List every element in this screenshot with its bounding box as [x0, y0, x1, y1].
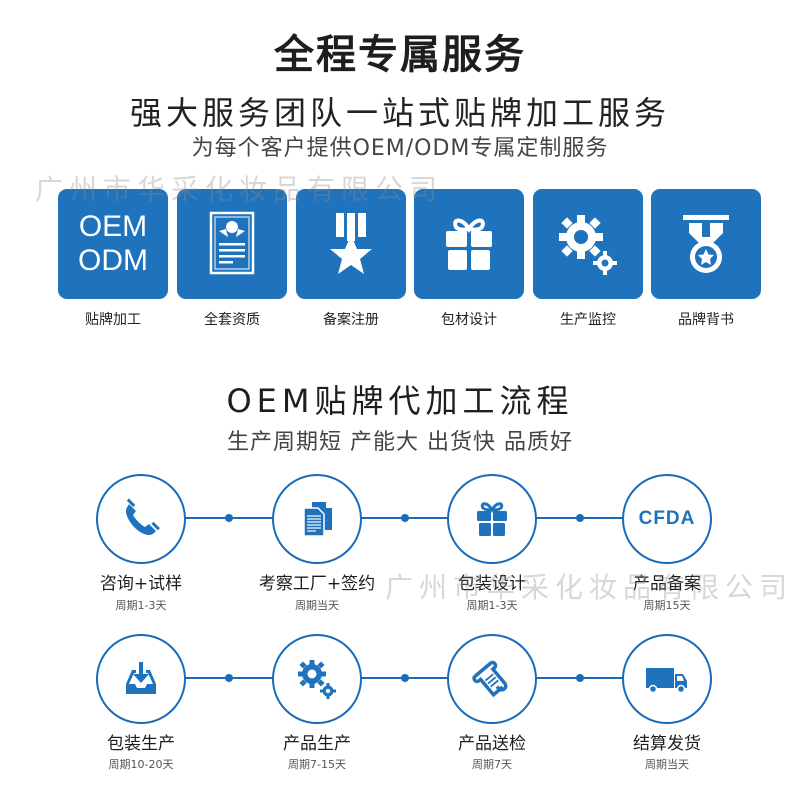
connector-dot	[401, 514, 409, 522]
page-subtitle: 强大服务团队一站式贴牌加工服务	[129, 94, 670, 132]
gift-icon	[446, 218, 492, 270]
step-package-production[interactable]	[96, 634, 186, 724]
connector-dot	[225, 514, 233, 522]
step-period: 周期7-15天	[288, 758, 346, 771]
step-inspection[interactable]	[447, 634, 537, 724]
oem-text: OEM	[78, 210, 148, 243]
gears-icon	[559, 215, 617, 275]
connector-dot	[401, 674, 409, 682]
step-product-filing[interactable]: CFDA	[622, 474, 712, 564]
step-label: 包装生产	[107, 734, 175, 754]
step-consult[interactable]	[96, 474, 186, 564]
service-label: 备案注册	[323, 312, 379, 328]
cfda-logo-icon: CFDA	[638, 508, 696, 529]
service-tile-qualification[interactable]	[177, 189, 287, 299]
step-product-production[interactable]	[272, 634, 362, 724]
step-period: 周期10-20天	[108, 758, 174, 771]
step-label: 包装设计	[458, 574, 526, 594]
watermark: 广州市华采化妆品有限公司	[35, 173, 444, 206]
connector-dot	[576, 674, 584, 682]
star-medal-icon	[330, 213, 372, 274]
step-period: 周期15天	[643, 599, 691, 612]
flow-subtitle: 生产周期短 产能大 出货快 品质好	[227, 430, 573, 455]
inbox-download-icon	[126, 662, 156, 694]
service-tile-oem[interactable]: OEM ODM	[58, 189, 168, 299]
step-label: 产品生产	[283, 734, 351, 754]
flow-title: OEM贴牌代加工流程	[226, 382, 574, 420]
service-tile-monitoring[interactable]	[533, 189, 643, 299]
service-label: 生产监控	[560, 312, 616, 328]
medal-icon	[683, 215, 729, 273]
watermark: 广州市华采化妆品有限公司	[385, 571, 794, 604]
step-period: 周期当天	[295, 599, 339, 612]
service-label: 贴牌加工	[85, 312, 141, 328]
step-period: 周期7天	[472, 758, 512, 771]
oem-odm-text-icon: OEM ODM	[78, 210, 148, 278]
phone-icon	[126, 498, 160, 535]
page-title: 全程专属服务	[274, 32, 526, 78]
service-tile-packaging[interactable]	[414, 189, 524, 299]
service-tile-registration[interactable]	[296, 189, 406, 299]
service-label: 包材设计	[441, 312, 497, 328]
step-period: 周期1-3天	[466, 599, 518, 612]
odm-text: ODM	[78, 244, 148, 277]
gift-icon	[477, 502, 507, 536]
service-label: 全套资质	[204, 312, 260, 328]
certificate-icon	[209, 211, 255, 275]
step-period: 周期当天	[645, 758, 689, 771]
connector-dot	[576, 514, 584, 522]
step-label: 考察工厂+签约	[258, 574, 376, 594]
documents-icon	[303, 502, 332, 537]
step-label: 产品送检	[458, 734, 526, 754]
step-period: 周期1-3天	[115, 599, 167, 612]
step-label: 产品备案	[633, 574, 701, 594]
truck-icon	[646, 668, 687, 694]
service-tile-brand[interactable]	[651, 189, 761, 299]
step-shipping[interactable]	[622, 634, 712, 724]
step-label: 咨询+试样	[99, 574, 183, 594]
step-package-design[interactable]	[447, 474, 537, 564]
gears-icon	[298, 660, 336, 699]
page-tagline: 为每个客户提供OEM/ODM专属定制服务	[191, 136, 609, 161]
connector-dot	[225, 674, 233, 682]
service-label: 品牌背书	[678, 312, 734, 328]
step-inspect-sign[interactable]	[272, 474, 362, 564]
step-label: 结算发货	[633, 734, 701, 754]
scroll-icon	[472, 660, 508, 698]
